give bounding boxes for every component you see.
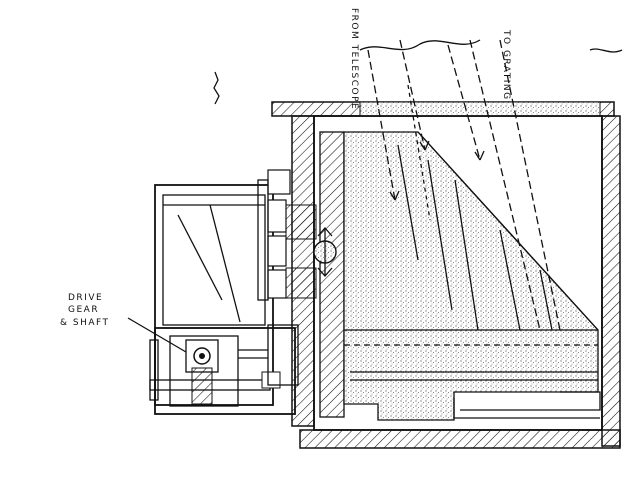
prism-block: [343, 131, 601, 421]
light-beams: [367, 39, 561, 331]
drive-gear-label-line2: GEAR: [68, 305, 99, 315]
drive-gear-leader: [127, 317, 187, 353]
drive-gear-label-line1: DRIVE: [68, 293, 103, 303]
from-telescope-label: FROM TELESCOPE: [349, 8, 359, 110]
gear-assembly: [257, 169, 337, 301]
break-lines: [213, 39, 623, 105]
to-grating-label: TO GRATING: [501, 29, 511, 101]
drive-gear-label-line3: & SHAFT: [60, 318, 110, 328]
drive-box: [149, 324, 299, 415]
